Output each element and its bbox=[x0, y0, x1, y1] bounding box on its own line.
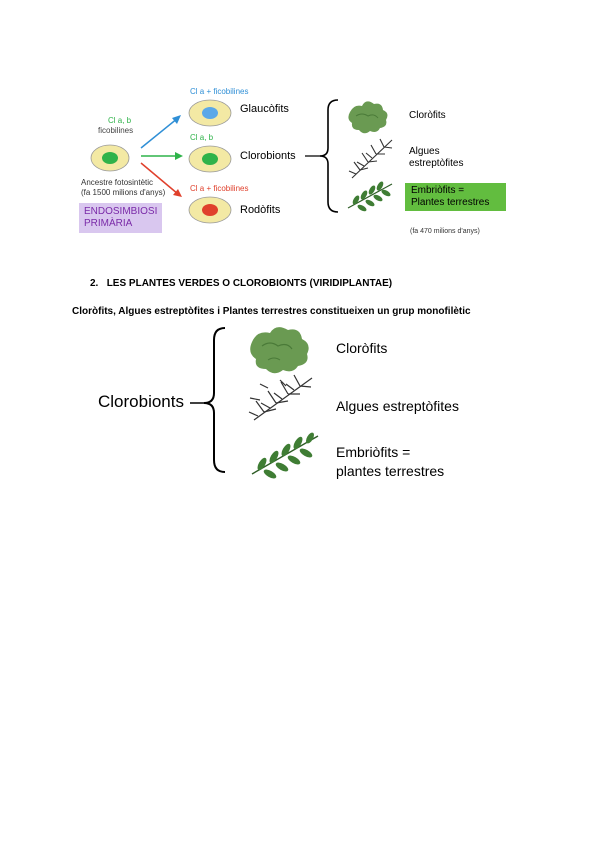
ancestor-cl-ab: Cl a, b bbox=[108, 116, 132, 125]
figure1-drawing bbox=[90, 99, 393, 224]
embryophyte-box: Embriòfits = Plantes terrestres bbox=[405, 183, 506, 211]
streptophyte-label-small: Algues estreptòfites bbox=[409, 146, 463, 170]
ancestor-label-line1: Ancestre fotosintètic bbox=[81, 178, 154, 187]
ancestor-cell bbox=[90, 144, 130, 172]
streptophyte-label-large: Algues estreptòfites bbox=[336, 398, 459, 414]
embryophyte-large-line1: Embriòfits = bbox=[336, 444, 411, 460]
embryophyte-line2: Plantes terrestres bbox=[411, 197, 490, 208]
endosymbiosis-line1: ENDOSIMBIOSI bbox=[84, 206, 158, 217]
chlorophyte-image-large bbox=[250, 327, 309, 374]
rhodophyte-label: Rodòfits bbox=[240, 204, 281, 216]
chlorophyte-image-small bbox=[348, 101, 388, 134]
rhodophyte-pigments: Cl a + ficobilines bbox=[190, 184, 249, 193]
chlorobiont-cell bbox=[188, 145, 232, 173]
brace-small bbox=[319, 99, 339, 213]
embryophyte-image-small bbox=[347, 181, 393, 212]
section-heading: 2. LES PLANTES VERDES O CLOROBIONTS (VIR… bbox=[90, 278, 392, 289]
ancestor-ficobilines: ficobilines bbox=[98, 126, 134, 135]
chlorobionts-group-label: Clorobionts bbox=[98, 392, 184, 411]
chlorophytes-label-small: Cloròfits bbox=[409, 110, 446, 121]
streptophyte-line1: Algues bbox=[409, 146, 440, 157]
rhodophyte-cell bbox=[188, 196, 232, 224]
glaucophyte-label: Glaucòfits bbox=[240, 103, 289, 115]
glaucophyte-pigments: Cl a + ficobilines bbox=[190, 87, 249, 96]
streptophyte-line2: estreptòfites bbox=[409, 158, 464, 169]
endosymbiosis-box: ENDOSIMBIOSI PRIMÀRIA bbox=[79, 203, 162, 233]
streptophyte-image-small bbox=[348, 138, 393, 179]
embryophyte-image-large bbox=[251, 432, 319, 479]
arrow-green bbox=[141, 152, 183, 160]
embryophyte-line1: Embriòfits = bbox=[411, 185, 465, 196]
figure2-drawing bbox=[190, 327, 319, 479]
streptophyte-image-large bbox=[248, 374, 313, 421]
section-subtitle: Cloròfits, Algues estreptòfites i Plante… bbox=[72, 306, 471, 317]
ancestor-label-line2: (fa 1500 milions d'anys) bbox=[81, 188, 166, 197]
chlorophytes-label-large: Cloròfits bbox=[336, 340, 388, 356]
section-title: LES PLANTES VERDES O CLOROBIONTS (VIRIDI… bbox=[106, 278, 393, 289]
embryophyte-label-large: Embriòfits = plantes terrestres bbox=[336, 443, 444, 481]
glaucophyte-cell bbox=[188, 99, 232, 127]
arrow-blue bbox=[140, 115, 181, 149]
endosymbiosis-line2: PRIMÀRIA bbox=[84, 218, 133, 229]
embryophyte-age: (fa 470 milions d'anys) bbox=[410, 228, 480, 235]
embryophyte-large-line2: plantes terrestres bbox=[336, 463, 445, 479]
chlorobiont-pigments: Cl a, b bbox=[190, 133, 214, 142]
section-number: 2. bbox=[90, 278, 99, 289]
arrow-red bbox=[140, 162, 182, 197]
brace-large bbox=[203, 327, 226, 473]
chlorobiont-label: Clorobionts bbox=[240, 150, 296, 162]
